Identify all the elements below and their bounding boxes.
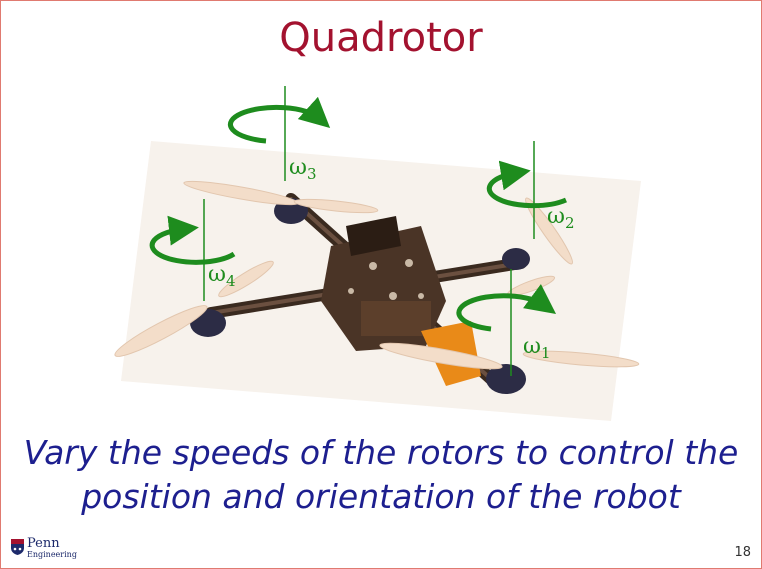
logo-line-2: Engineering	[27, 550, 77, 559]
rotor-3-label: ω3	[289, 155, 317, 183]
caption-line-1: Vary the speeds of the rotors to control…	[23, 433, 739, 472]
page-number: 18	[734, 545, 751, 560]
slide-caption: Vary the speeds of the rotors to control…	[1, 431, 761, 519]
caption-line-2: position and orientation of the robot	[81, 477, 681, 516]
propellers	[114, 180, 640, 370]
central-body	[321, 216, 481, 386]
rotor-1-label: ω1	[523, 334, 551, 362]
rotor-4-label: ω4	[208, 262, 236, 290]
penn-engineering-logo: Penn Engineering	[11, 536, 86, 563]
logo-line-1: Penn	[27, 536, 60, 551]
rotation-indicators	[149, 86, 567, 376]
penn-shield-icon	[11, 539, 24, 555]
rotor-2-label: ω2	[547, 204, 575, 232]
slide-title: Quadrotor	[279, 15, 483, 61]
